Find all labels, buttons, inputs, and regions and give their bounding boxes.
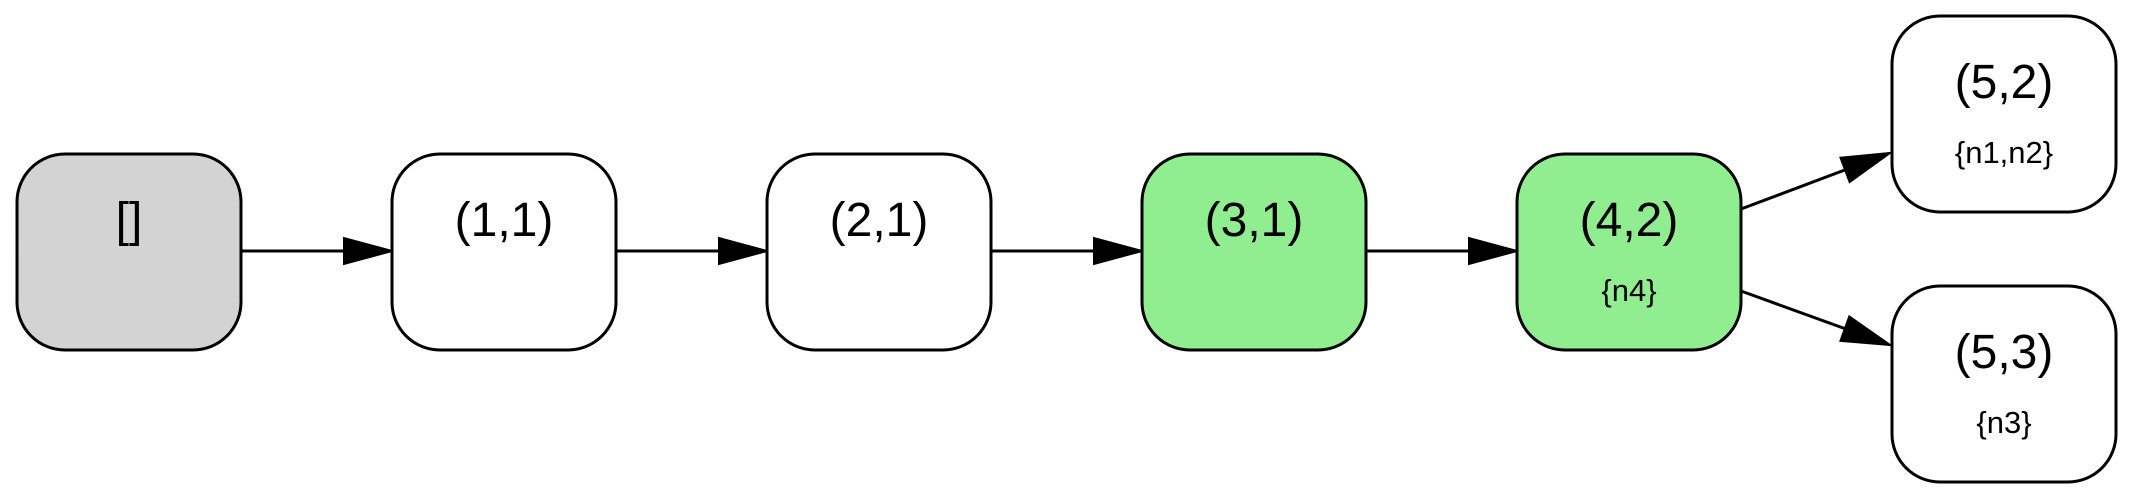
node-box — [15, 152, 243, 352]
edge-n42-to-n52 — [1740, 151, 1894, 211]
node-sublabel: {n4} — [1601, 273, 1656, 308]
node-label: [] — [116, 194, 143, 247]
edge-n21-to-n31 — [991, 236, 1146, 266]
node-n11[interactable]: (1,1) — [390, 152, 618, 352]
edge-n42-to-n53 — [1740, 289, 1894, 347]
node-n42[interactable]: (4,2) {n4} — [1515, 152, 1743, 352]
arrowhead-icon — [1839, 151, 1894, 184]
edge-root-to-n11 — [241, 236, 396, 266]
node-n21[interactable]: (2,1) — [765, 152, 993, 352]
arrowhead-icon — [343, 236, 396, 266]
node-box — [1890, 284, 2118, 484]
arrowhead-icon — [1468, 236, 1521, 266]
node-label: (2,1) — [830, 194, 929, 247]
node-label: (5,3) — [1955, 326, 2054, 379]
node-n53[interactable]: (5,3) {n3} — [1890, 284, 2118, 484]
node-n52[interactable]: (5,2) {n1,n2} — [1890, 14, 2118, 214]
arrowhead-icon — [718, 236, 771, 266]
nodes-layer: [](1,1)(2,1)(3,1)(4,2){n4}(5,2){n1,n2}(5… — [15, 14, 2118, 484]
edge-line — [1740, 289, 1846, 331]
edge-line — [1740, 168, 1846, 211]
edge-n31-to-n42 — [1366, 236, 1521, 266]
node-n31[interactable]: (3,1) — [1140, 152, 1368, 352]
edge-n11-to-n21 — [616, 236, 771, 266]
node-box — [1140, 152, 1368, 352]
edges-layer — [241, 151, 1894, 347]
node-label: (1,1) — [455, 194, 554, 247]
node-label: (5,2) — [1955, 56, 2054, 109]
node-box — [1515, 152, 1743, 352]
node-sublabel: {n3} — [1976, 405, 2031, 440]
node-label: (4,2) — [1580, 194, 1679, 247]
node-box — [765, 152, 993, 352]
node-label: (3,1) — [1205, 194, 1304, 247]
node-sublabel: {n1,n2} — [1955, 135, 2053, 170]
arrowhead-icon — [1839, 314, 1894, 347]
arrowhead-icon — [1093, 236, 1146, 266]
node-box — [1890, 14, 2118, 214]
node-root[interactable]: [] — [15, 152, 243, 352]
node-box — [390, 152, 618, 352]
